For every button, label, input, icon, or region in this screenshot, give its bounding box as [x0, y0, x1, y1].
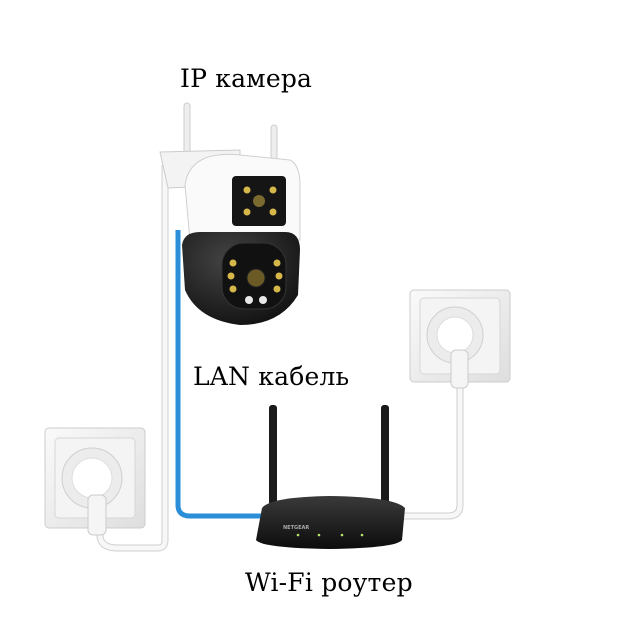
lan-cable	[175, 230, 262, 519]
router-brand-logo: NETGEAR	[283, 525, 309, 531]
cable-label: LAN кабель	[193, 362, 350, 391]
router-label: Wi-Fi роутер	[245, 568, 413, 597]
router-power-cable	[400, 385, 464, 520]
ip-camera	[159, 102, 301, 325]
wifi-router: NETGEAR	[256, 405, 405, 549]
left-power-outlet	[44, 427, 146, 536]
camera-label: IP камера	[180, 64, 313, 93]
router-status-leds	[296, 533, 364, 537]
camera-power-cable	[96, 165, 169, 552]
right-power-outlet	[409, 289, 511, 389]
